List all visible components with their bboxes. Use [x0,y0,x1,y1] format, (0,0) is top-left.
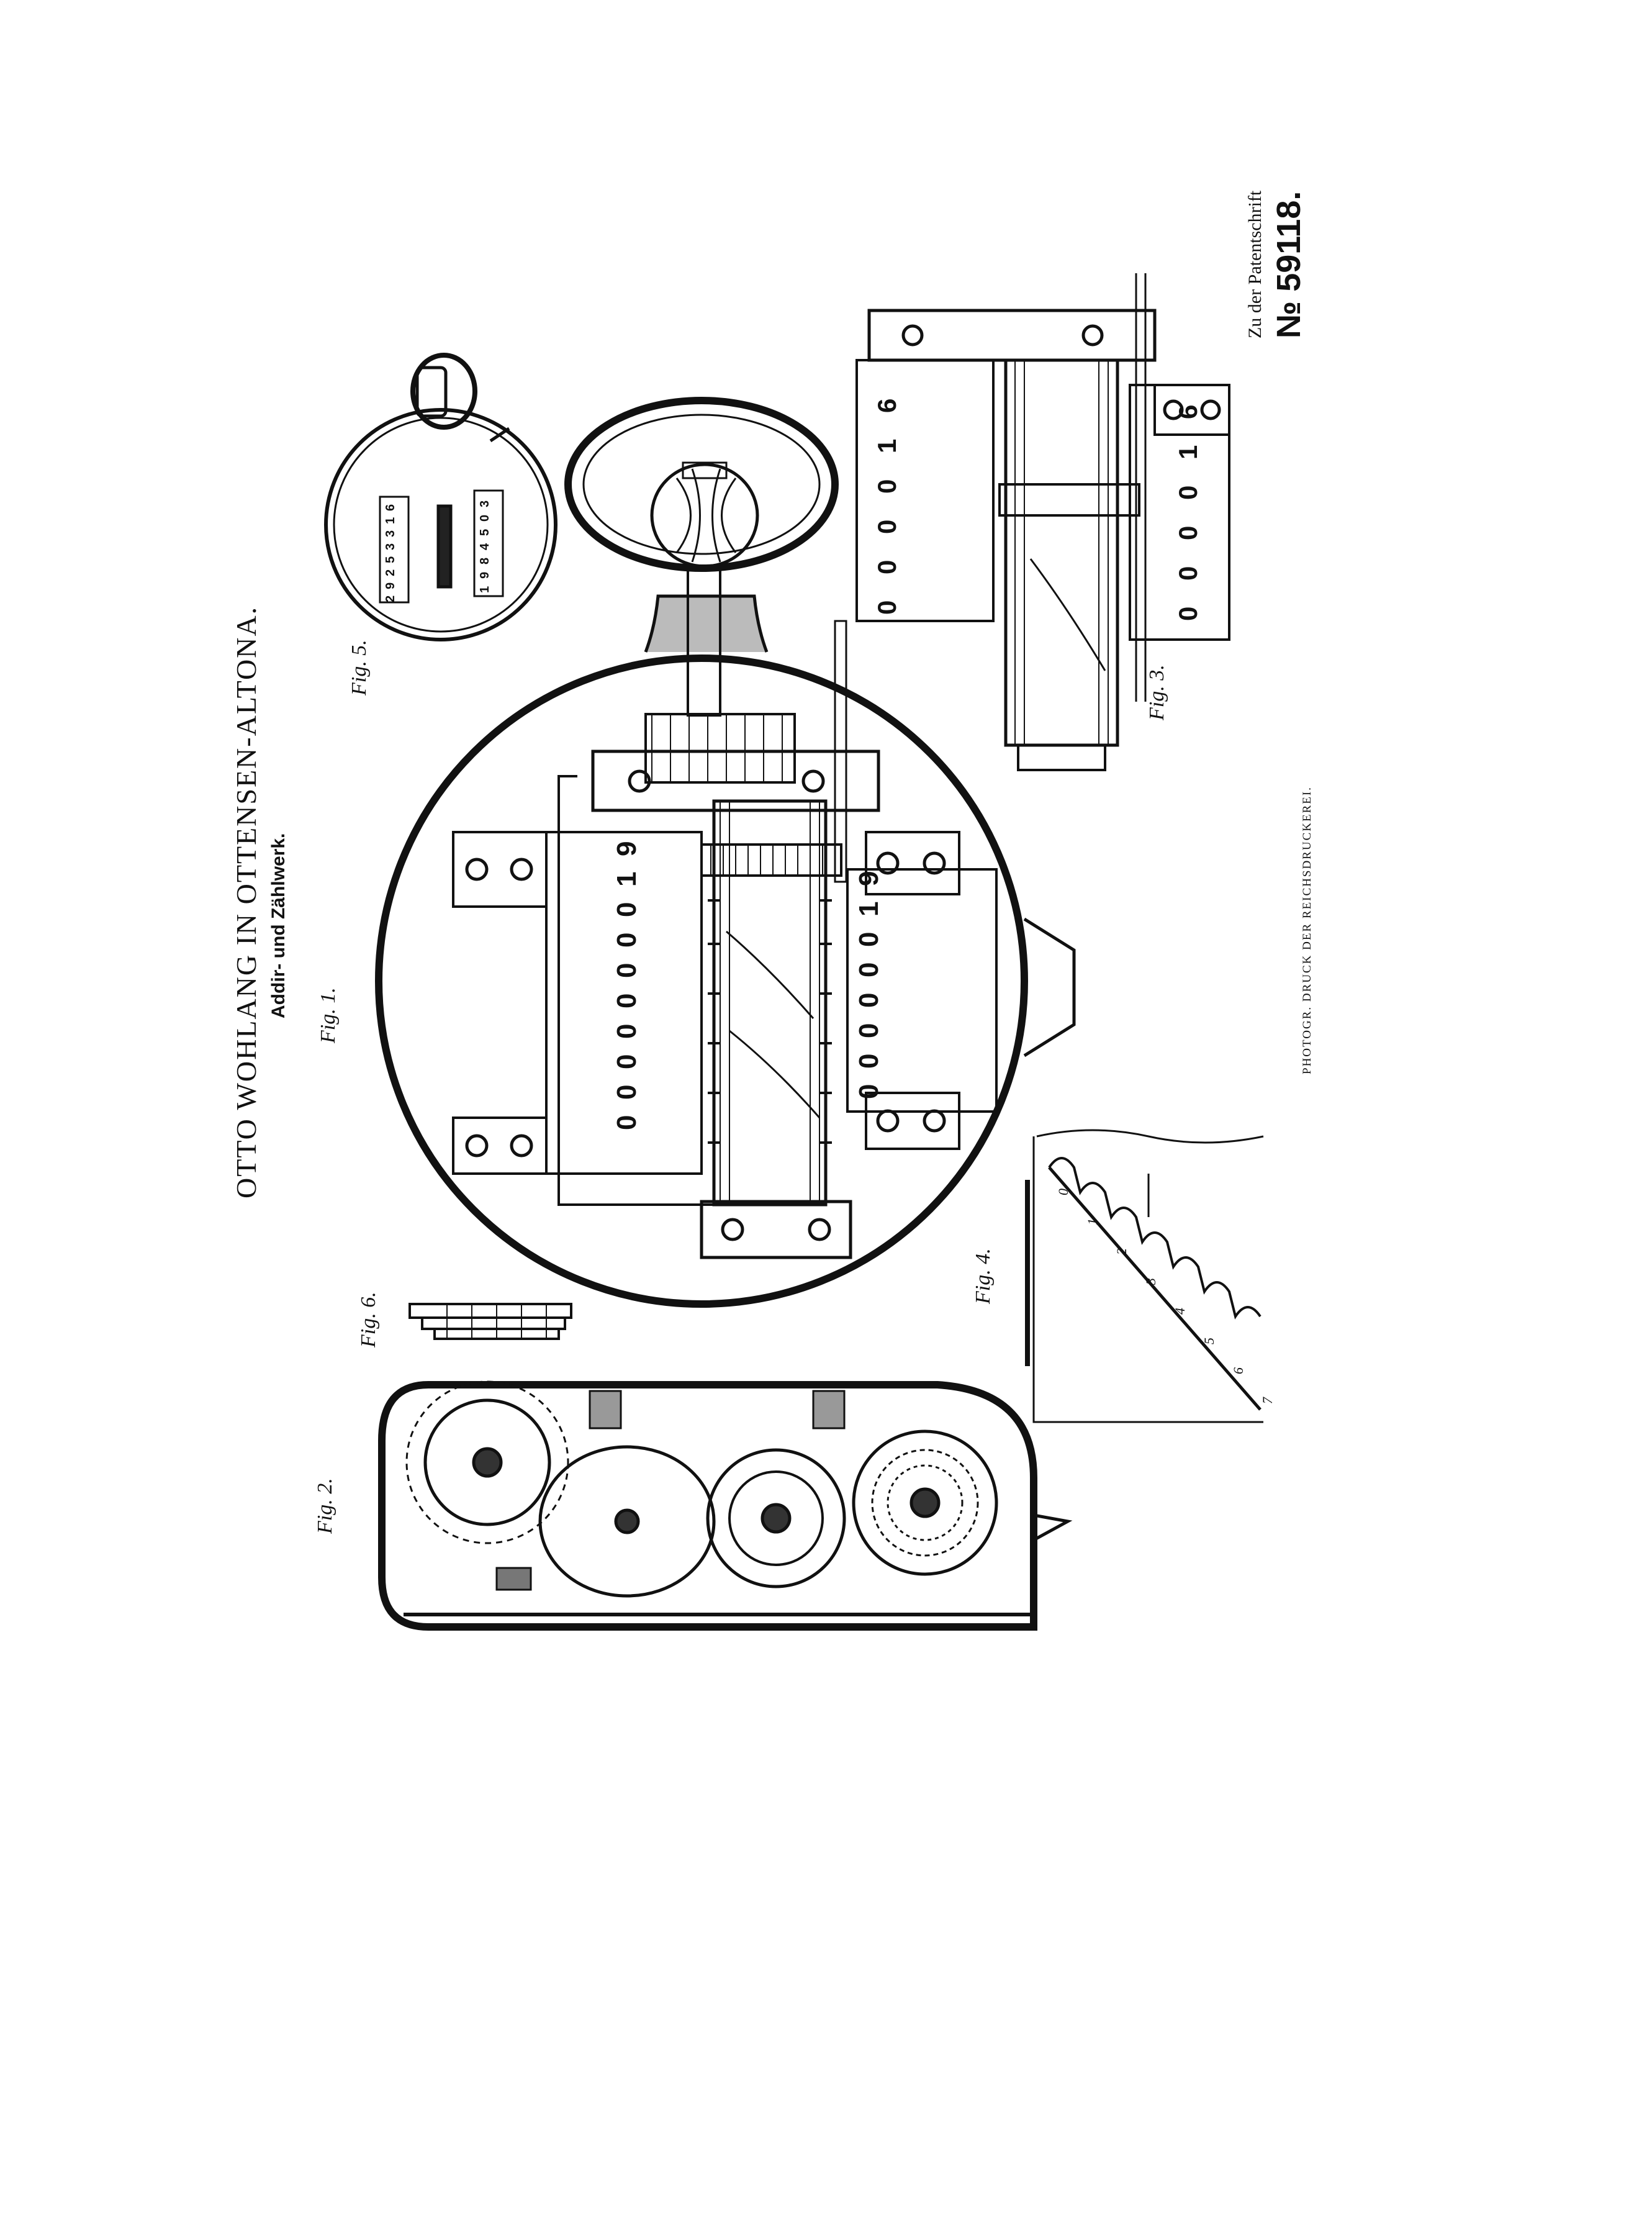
fig5-lower-counter-digit: 9 [478,571,492,579]
fig3-upper-counter-digit: 0 [872,600,901,615]
fig1-upper-counter-digit: 9 [612,841,642,856]
fig3-lower-counter-digit: 0 [1173,485,1203,500]
fig5-lower-counter-digit: 0 [478,514,492,522]
fig5-lower-counter-digit: 1 [478,586,492,593]
fig3-lower-counter-digit: 1 [1173,445,1203,460]
fig4-steps [1025,1129,1264,1423]
fig5-lower-counter-digit: 3 [478,500,492,507]
fig4-step-number: 3 [1143,1278,1158,1285]
fig3-detail [855,273,1230,771]
fig1-upper-counter-digit: 0 [612,902,642,917]
fig1-upper-counter-digit: 0 [612,1115,642,1130]
fig1-lower-counter-digit: 0 [854,1053,884,1069]
fig1-upper-counter-digit: 1 [612,871,642,887]
fig1-upper-counter-digit: 0 [612,1054,642,1069]
fig4-step-number: 5 [1201,1338,1217,1344]
fig6-gears [408,1303,572,1340]
fig5-lower-counter-digit: 5 [478,528,492,536]
fig1-lower-counter-digit: 1 [854,901,884,917]
fig4-step-number: 1 [1085,1218,1100,1225]
fig1-lower-counter-digit: 0 [854,1084,884,1099]
fig3-lower-counter-digit: 0 [1173,525,1203,540]
fig1-lower-counter-digit: 9 [854,871,884,886]
fig5-watch [324,353,557,641]
fig5-upper-counter-digit: 6 [384,504,397,511]
fig1-upper-counter-digit: 0 [612,1084,642,1100]
fig4-step-number: 0 [1055,1189,1071,1195]
fig4-step-number: 6 [1230,1367,1246,1374]
fig3-lower-counter-digit: 6 [1173,404,1203,419]
fig1-lower-counter-digit: 0 [854,931,884,947]
fig1-upper-counter-digit: 0 [612,993,642,1008]
fig3-upper-counter-digit: 0 [872,479,901,494]
fig3-lower-counter-digit: 0 [1173,606,1203,621]
fig3-upper-counter-digit: 0 [872,519,901,534]
fig1-lower-counter-digit: 0 [854,1023,884,1038]
fig5-upper-counter-digit: 1 [384,517,397,524]
fig1-upper-counter-digit: 0 [612,1023,642,1039]
fig5-upper-counter-digit: 5 [384,556,397,563]
fig5-upper-counter-digit: 9 [384,582,397,589]
fig4-step-number: 2 [1114,1248,1129,1255]
fig5-lower-counter-digit: 4 [478,543,492,550]
fig5-upper-counter-digit: 2 [384,569,397,576]
fig1-upper-counter-digit: 0 [612,963,642,978]
fig3-lower-counter-digit: 0 [1173,566,1203,581]
fig1-upper-counter-digit: 0 [612,932,642,948]
fig4-step-number: 4 [1172,1308,1188,1315]
fig1-lower-counter-digit: 0 [854,962,884,977]
fig3-upper-counter-digit: 0 [872,559,901,574]
fig5-upper-counter-digit: 2 [384,595,397,602]
fig3-upper-counter-digit: 1 [872,438,901,453]
fig2-housing [378,1380,1073,1631]
fig4-step-number: 7 [1260,1397,1275,1404]
fig1-lower-counter-digit: 0 [854,992,884,1008]
fig3-upper-counter-digit: 6 [872,398,901,413]
fig5-lower-counter-digit: 8 [478,557,492,564]
fig1-mechanism [375,397,1076,1308]
fig5-upper-counter-digit: 3 [384,530,397,537]
fig5-upper-counter-digit: 3 [384,543,397,550]
